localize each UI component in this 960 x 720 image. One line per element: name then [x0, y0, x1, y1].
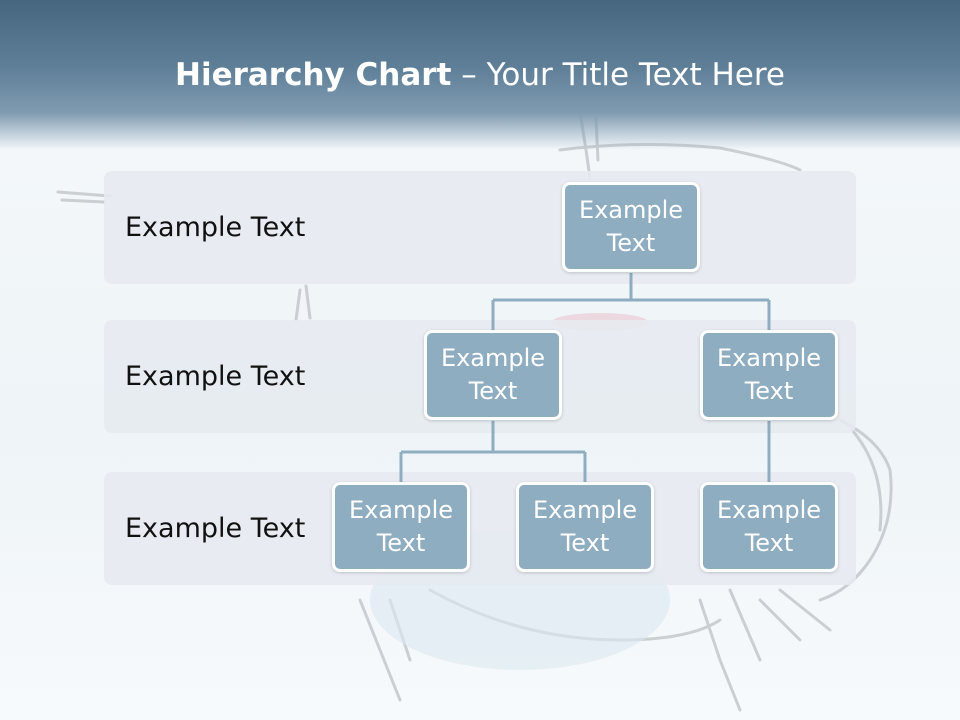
node-level3-middle[interactable]: Example Text — [516, 482, 654, 572]
level-label-2: Example Text — [125, 361, 306, 392]
connector-root-to-level2 — [491, 273, 771, 330]
node-level3-right-label: Example Text — [716, 496, 822, 557]
node-root[interactable]: Example Text — [562, 182, 700, 272]
node-level3-right[interactable]: Example Text — [700, 482, 838, 572]
node-level2-right-label: Example Text — [716, 344, 822, 405]
level-label-3: Example Text — [125, 513, 306, 544]
node-level2-left[interactable]: Example Text — [424, 330, 562, 420]
node-level3-left[interactable]: Example Text — [332, 482, 470, 572]
node-level3-middle-label: Example Text — [532, 496, 638, 557]
title-bold: Hierarchy Chart — [175, 57, 452, 93]
connector-left-to-level3 — [399, 421, 587, 482]
slide-title: Hierarchy Chart – Your Title Text Here — [0, 52, 960, 98]
node-level2-left-label: Example Text — [440, 344, 546, 405]
title-rest: – Your Title Text Here — [451, 57, 785, 93]
node-level3-left-label: Example Text — [348, 496, 454, 557]
level-band-1: Example Text — [104, 171, 856, 284]
level-label-1: Example Text — [125, 212, 306, 243]
node-root-label: Example Text — [578, 196, 684, 257]
header-band — [0, 0, 960, 150]
node-level2-right[interactable]: Example Text — [700, 330, 838, 420]
